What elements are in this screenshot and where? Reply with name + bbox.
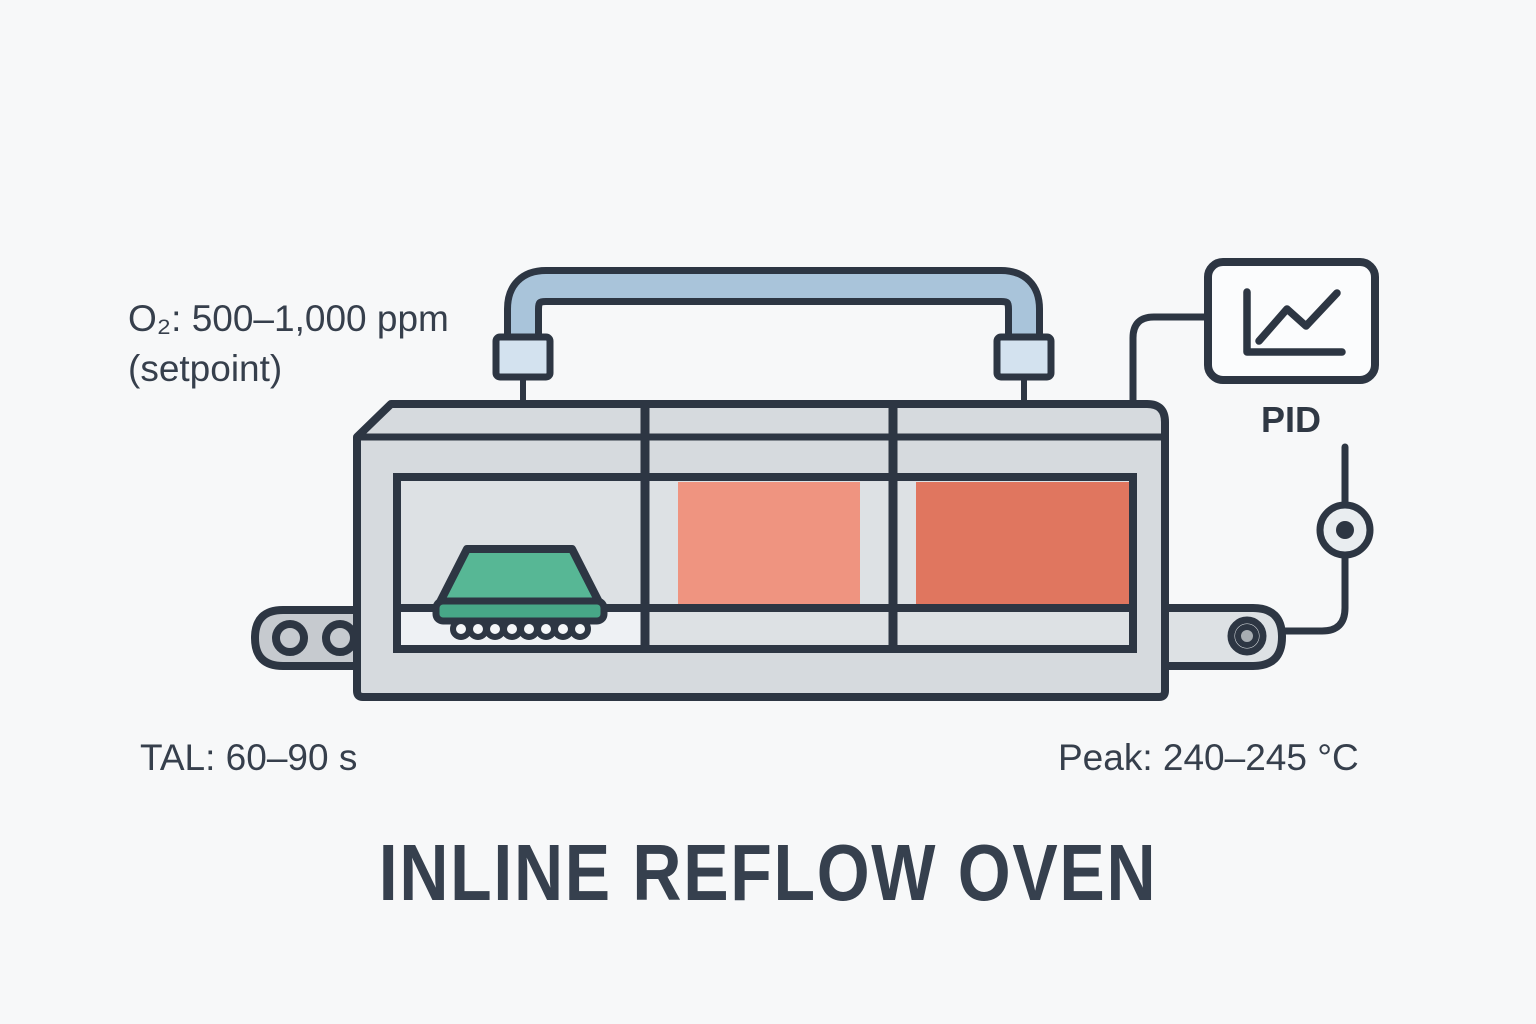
gas-pipe: [492, 267, 1055, 412]
conveyor-roller-icon: [322, 620, 358, 656]
pipe-flange-left: [492, 333, 554, 381]
heater-zone-3: [916, 482, 1129, 604]
right-conveyor: [1156, 604, 1286, 670]
solder-ball-icon: [535, 618, 557, 640]
pcb-board: [432, 545, 608, 640]
chart-trend-line: [1255, 289, 1341, 345]
solder-ball-icon: [501, 618, 523, 640]
solder-ball-icon: [450, 618, 472, 640]
pcb-body: [434, 545, 605, 610]
solder-ball-icon: [467, 618, 489, 640]
left-conveyor: [251, 606, 364, 670]
pid-label: PID: [1261, 399, 1321, 440]
line-chart-icon: [1243, 288, 1346, 356]
chart-axes: [1243, 288, 1346, 356]
conveyor-roller-hub-icon: [1235, 624, 1259, 648]
solder-ball-icon: [518, 618, 540, 640]
feedback-wire: [1279, 443, 1374, 635]
pipe-flange-right: [993, 333, 1055, 381]
gas-pipe-tube: [511, 274, 1036, 352]
tal-label: TAL: 60–90 s: [140, 737, 357, 778]
pid-controller: [1204, 258, 1379, 384]
pcb-base: [432, 597, 608, 625]
diagram-title: INLINE REFLOW OVEN: [379, 828, 1158, 917]
conveyor-roller-icon: [272, 620, 308, 656]
sensor-node-dot-icon: [1336, 521, 1354, 539]
solder-balls: [450, 618, 591, 640]
solder-ball-icon: [569, 618, 591, 640]
solder-ball-icon: [484, 618, 506, 640]
peak-temp-label: Peak: 240–245 °C: [1058, 737, 1359, 778]
pid-box: [1204, 258, 1379, 384]
o2-setpoint-label-line2: (setpoint): [128, 348, 282, 389]
heater-zone-2: [678, 482, 860, 604]
wire-conveyor-to-sensor: [1279, 552, 1349, 635]
wire-pid-to-oven: [1129, 313, 1207, 405]
o2-setpoint-label-line1: O₂: 500–1,000 ppm: [128, 298, 449, 339]
solder-ball-icon: [552, 618, 574, 640]
